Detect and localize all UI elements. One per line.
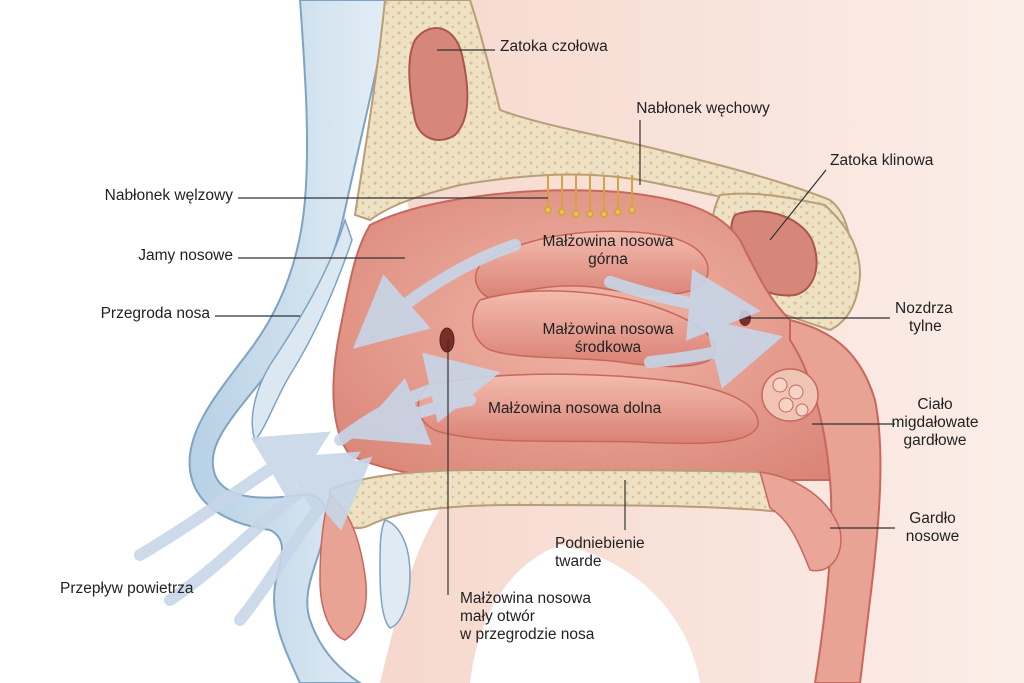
septum-opening bbox=[439, 327, 455, 353]
label-olfactory-left: Nabłonek węlzowy bbox=[104, 187, 233, 204]
label-olfactory-epithelium: Nabłonek węchowy bbox=[636, 100, 770, 117]
label-septum-opening: Małżowina nosowa mały otwór w przegrodzi… bbox=[460, 590, 595, 643]
label-nasopharynx: Gardło nosowe bbox=[905, 510, 960, 545]
label-nasal-septum: Przegroda nosa bbox=[100, 305, 210, 322]
label-choanae: Nozdrza tylne bbox=[895, 300, 953, 335]
airflow-arrow bbox=[351, 378, 476, 446]
soft-palate bbox=[758, 471, 842, 572]
inferior-concha bbox=[417, 373, 759, 445]
olfactory-receptors bbox=[544, 175, 636, 218]
label-hard-palate: Podniebienie twarde bbox=[555, 535, 645, 570]
label-sphenoid-sinus: Zatoka klinowa bbox=[830, 152, 934, 169]
airflow-arrow bbox=[604, 269, 761, 341]
label-superior-concha: Małżowina nosowa górna bbox=[542, 233, 674, 268]
label-middle-concha: Małżowina nosowa środkowa bbox=[542, 321, 674, 356]
label-inferior-concha: Małżowina nosowa dolna bbox=[488, 400, 662, 417]
airflow-arrow bbox=[644, 318, 783, 389]
upper-lip bbox=[319, 493, 367, 641]
label-frontal-sinus: Zatoka czołowa bbox=[500, 38, 608, 55]
airflow-arrow bbox=[234, 456, 373, 626]
frontal-sinus-cavity bbox=[408, 27, 469, 141]
label-nasal-cavities: Jamy nosowe bbox=[138, 247, 233, 264]
middle-concha bbox=[471, 290, 717, 368]
label-pharyngeal-tonsil: Ciało migdałowate gardłowe bbox=[891, 396, 979, 449]
front-tooth bbox=[379, 519, 411, 629]
leader-lines bbox=[215, 49, 895, 595]
label-airflow: Przepływ powietrza bbox=[60, 580, 194, 597]
airflow-arrows bbox=[134, 239, 783, 626]
pharyngeal-tonsil bbox=[761, 368, 819, 422]
pharynx-wall bbox=[789, 318, 882, 683]
airflow-arrow bbox=[352, 239, 521, 349]
leader-sphenoid-sinus bbox=[769, 169, 827, 241]
